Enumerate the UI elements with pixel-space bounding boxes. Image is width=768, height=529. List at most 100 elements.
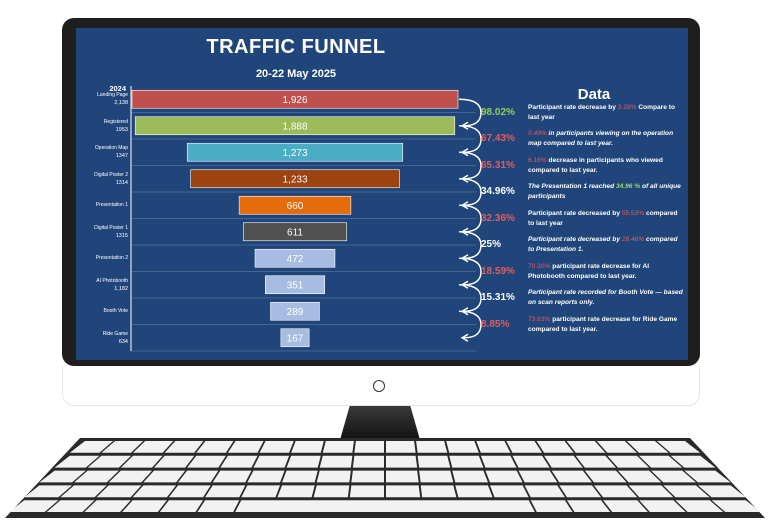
keyboard-key xyxy=(220,455,258,468)
keyboard-key xyxy=(133,441,174,453)
keyboard-key xyxy=(9,500,59,512)
keyboard-key xyxy=(489,485,529,498)
keyboard-key xyxy=(575,455,616,468)
data-note: 5.49% in participants viewing on the ope… xyxy=(528,129,683,149)
keyboard-key xyxy=(60,485,107,498)
bar-value-label: 660 xyxy=(287,201,304,212)
keyboard-key xyxy=(663,485,710,498)
note-text: decrease in participants who viewed comp… xyxy=(528,156,663,174)
keyboard xyxy=(5,438,765,518)
data-note: Participant rate recorded for Booth Vote… xyxy=(528,288,683,308)
keyboard-key xyxy=(241,485,281,498)
prior-year-value: 1953 xyxy=(115,126,128,133)
note-text: in participants viewing on the operation… xyxy=(528,130,674,147)
category-name: Presentation 2 xyxy=(95,255,128,262)
keyboard-key xyxy=(132,485,177,498)
funnel-bar[interactable] xyxy=(254,248,336,268)
keyboard-key xyxy=(386,485,421,498)
flow-arrow xyxy=(458,310,482,339)
category-name: Operation Map xyxy=(94,145,128,152)
keyboard-key xyxy=(39,470,86,483)
bar-value-label: 472 xyxy=(287,254,304,265)
conversion-rate: 18.59% xyxy=(481,265,515,277)
category-label: Booth Vote xyxy=(80,307,128,315)
flow-arrow xyxy=(458,125,482,153)
power-button[interactable] xyxy=(373,380,385,392)
funnel-bar[interactable] xyxy=(280,328,310,348)
keyboard-key xyxy=(74,470,119,483)
funnel-bar[interactable] xyxy=(242,222,348,242)
keyboard-key xyxy=(247,470,285,483)
note-text: compared to Presentation 1. xyxy=(528,236,678,253)
keyboard-key xyxy=(122,500,167,512)
keyboard-key xyxy=(446,441,479,453)
keyboard-key xyxy=(168,485,211,498)
funnel-bar[interactable] xyxy=(186,142,404,162)
note-text: Participant rate decrease by xyxy=(528,103,618,111)
category-name: Presentation 1 xyxy=(95,202,128,209)
keyboard-key xyxy=(159,500,204,512)
note-text: Participant rate decreased by xyxy=(528,209,622,217)
funnel-bar[interactable] xyxy=(131,89,459,109)
chart-title: TRAFFIC FUNNEL xyxy=(206,36,386,58)
keyboard-key xyxy=(566,441,606,453)
note-text: 70.30% xyxy=(528,262,551,270)
funnel-bar[interactable] xyxy=(270,301,320,321)
keyboard-key xyxy=(291,441,324,453)
funnel-bar[interactable] xyxy=(238,195,352,215)
keyboard-key xyxy=(638,455,683,468)
chart-subtitle: 20-22 May 2025 xyxy=(255,68,337,80)
funnel-bar[interactable] xyxy=(190,169,400,189)
keyboard-key xyxy=(386,441,416,453)
note-text: participant rate decrease for Ride Game … xyxy=(528,315,678,333)
note-text: 3.28% xyxy=(617,103,637,111)
note-text: Participant rate recorded for Booth Vote… xyxy=(528,289,683,306)
note-text: 28.48% xyxy=(621,236,645,243)
keyboard-key xyxy=(259,441,294,453)
keyboard-key xyxy=(286,455,321,468)
note-text: participant rate decrease for AI Photobo… xyxy=(528,262,650,280)
monitor-stand xyxy=(340,406,420,440)
keyboard-key xyxy=(697,485,746,498)
prior-year-value: 1314 xyxy=(115,179,128,186)
funnel-bar[interactable] xyxy=(134,116,456,136)
keyboard-key xyxy=(319,455,353,468)
keyboard-key xyxy=(101,441,144,453)
category-name: Registered xyxy=(103,118,128,125)
bar-value-label: 1,233 xyxy=(282,174,307,185)
keyboard-key xyxy=(651,470,696,483)
conversion-rate: 34.96% xyxy=(481,186,515,197)
conversion-rate: 32.36% xyxy=(481,212,515,224)
category-name: Ride Game xyxy=(102,330,128,337)
bar-value-label: 1,926 xyxy=(282,95,307,106)
keyboard-key xyxy=(227,441,264,453)
category-name: AI Photobooth xyxy=(96,277,128,284)
conversion-rate: 25% xyxy=(481,239,502,250)
conversion-rate: 65.31% xyxy=(481,159,515,171)
note-text: 6.16% xyxy=(528,156,547,164)
note-text: 5.49% xyxy=(528,130,547,137)
keyboard-key xyxy=(196,441,234,453)
data-note: Participant rate decreased by 55.53% com… xyxy=(528,209,683,229)
prior-year-value: 1315 xyxy=(115,232,128,239)
funnel-bar[interactable] xyxy=(264,275,326,295)
bar-value-label: 611 xyxy=(287,227,303,238)
keyboard-key xyxy=(544,455,583,468)
category-label: Presentation 1 xyxy=(80,201,128,209)
keyboard-key xyxy=(154,455,195,468)
category-name: Landing Page xyxy=(97,92,128,99)
keyboard-key xyxy=(559,485,602,498)
keyboard-key xyxy=(596,441,637,453)
prior-year-value: 2,138 xyxy=(114,100,128,107)
keyboard-key xyxy=(108,470,153,483)
keyboard-key xyxy=(313,485,350,498)
keyboard-key xyxy=(512,455,550,468)
keyboard-key xyxy=(506,441,543,453)
keyboard-key xyxy=(449,455,484,468)
note-text: 73.63% xyxy=(528,315,551,323)
keyboard-key xyxy=(617,470,662,483)
bar-value-label: 289 xyxy=(287,307,304,318)
